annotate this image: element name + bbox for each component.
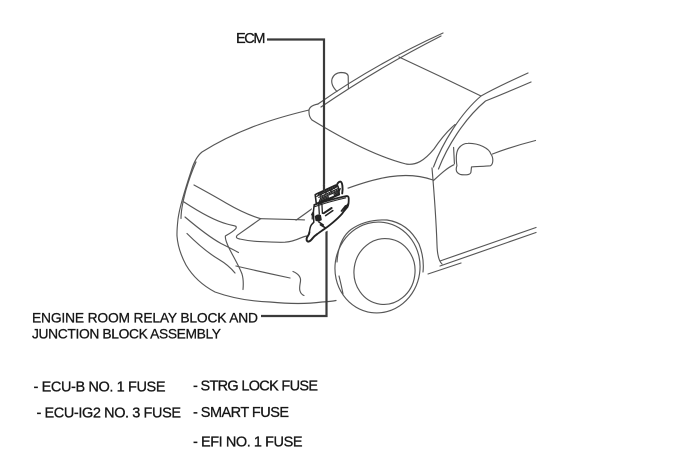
svg-text:JUNCTION BLOCK ASSEMBLY: JUNCTION BLOCK ASSEMBLY bbox=[32, 327, 221, 342]
svg-text:- STRG LOCK FUSE: - STRG LOCK FUSE bbox=[193, 379, 318, 395]
svg-text:- EFI NO. 1 FUSE: - EFI NO. 1 FUSE bbox=[193, 435, 303, 451]
svg-text:ECM: ECM bbox=[236, 31, 266, 47]
svg-text:- SMART FUSE: - SMART FUSE bbox=[193, 405, 289, 421]
svg-text:- ECU-IG2 NO. 3 FUSE: - ECU-IG2 NO. 3 FUSE bbox=[37, 406, 182, 422]
svg-text:- ECU-B NO. 1 FUSE: - ECU-B NO. 1 FUSE bbox=[34, 380, 166, 396]
svg-text:ENGINE ROOM RELAY BLOCK AND: ENGINE ROOM RELAY BLOCK AND bbox=[32, 310, 258, 325]
